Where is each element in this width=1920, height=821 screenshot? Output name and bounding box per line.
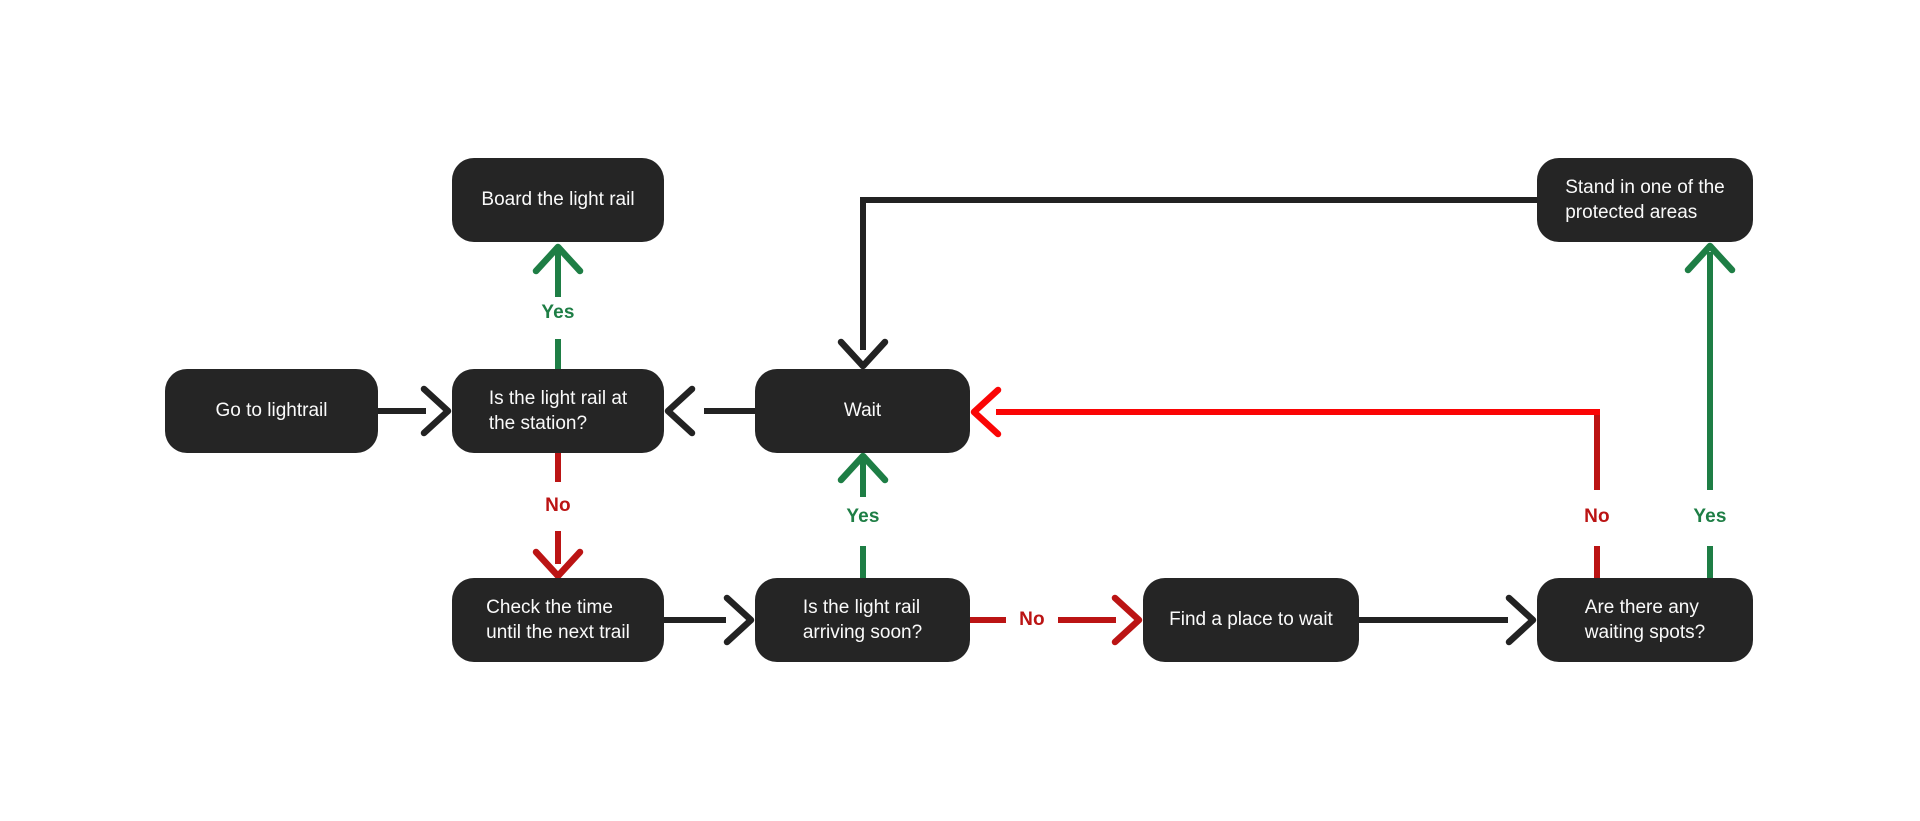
node-check-the-time-until-the-next-trail: Check the time until the next trail bbox=[452, 578, 664, 662]
edge-go-to-station bbox=[378, 385, 452, 437]
edge-station-to-check-no bbox=[532, 453, 584, 580]
edge-spots-to-stand-yes bbox=[1684, 242, 1736, 578]
edge-label-yes-station-to-board: Yes bbox=[541, 302, 575, 323]
node-are-there-any-waiting-spots: Are there any waiting spots? bbox=[1537, 578, 1753, 662]
node-is-the-light-rail-arriving-soon-label: Is the light rail arriving soon? bbox=[802, 596, 923, 643]
node-find-a-place-to-wait: Find a place to wait bbox=[1143, 578, 1359, 662]
node-stand-in-one-of-the-protected-areas-label: Stand in one of the protected areas bbox=[1565, 176, 1725, 223]
edge-soon-to-find-no bbox=[970, 594, 1143, 646]
node-wait: Wait bbox=[755, 369, 970, 453]
edge-stand-to-wait bbox=[837, 197, 1537, 370]
node-stand-in-one-of-the-protected-areas: Stand in one of the protected areas bbox=[1537, 158, 1753, 242]
node-is-the-light-rail-at-the-station: Is the light rail at the station? bbox=[452, 369, 664, 453]
edge-label-no-spots-to-wait: No bbox=[1584, 506, 1610, 527]
node-board-the-light-rail: Board the light rail bbox=[452, 158, 664, 242]
node-find-a-place-to-wait-label: Find a place to wait bbox=[1169, 609, 1333, 631]
node-is-the-light-rail-at-the-station-label: Is the light rail at the station? bbox=[488, 387, 628, 434]
node-wait-label: Wait bbox=[843, 400, 882, 422]
edge-label-yes-spots-to-stand: Yes bbox=[1693, 506, 1727, 527]
edge-find-to-spots bbox=[1359, 594, 1537, 646]
node-go-to-lightrail: Go to lightrail bbox=[165, 369, 378, 453]
node-go-to-lightrail-label: Go to lightrail bbox=[215, 400, 328, 422]
edge-check-to-soon bbox=[664, 594, 755, 646]
edge-station-to-board-yes bbox=[532, 243, 584, 369]
edge-soon-to-wait-yes bbox=[837, 452, 889, 578]
node-is-the-light-rail-arriving-soon: Is the light rail arriving soon? bbox=[755, 578, 970, 662]
edge-wait-to-station bbox=[664, 385, 755, 437]
node-check-the-time-until-the-next-trail-label: Check the time until the next trail bbox=[486, 596, 630, 643]
node-board-the-light-rail-label: Board the light rail bbox=[481, 189, 635, 211]
edge-label-yes-soon-to-wait: Yes bbox=[846, 506, 880, 527]
node-are-there-any-waiting-spots-label: Are there any waiting spots? bbox=[1584, 596, 1706, 643]
edge-label-no-soon-to-find: No bbox=[1019, 609, 1045, 630]
edge-spots-to-wait-no bbox=[970, 386, 1600, 578]
edge-label-no-station-to-check: No bbox=[545, 495, 571, 516]
